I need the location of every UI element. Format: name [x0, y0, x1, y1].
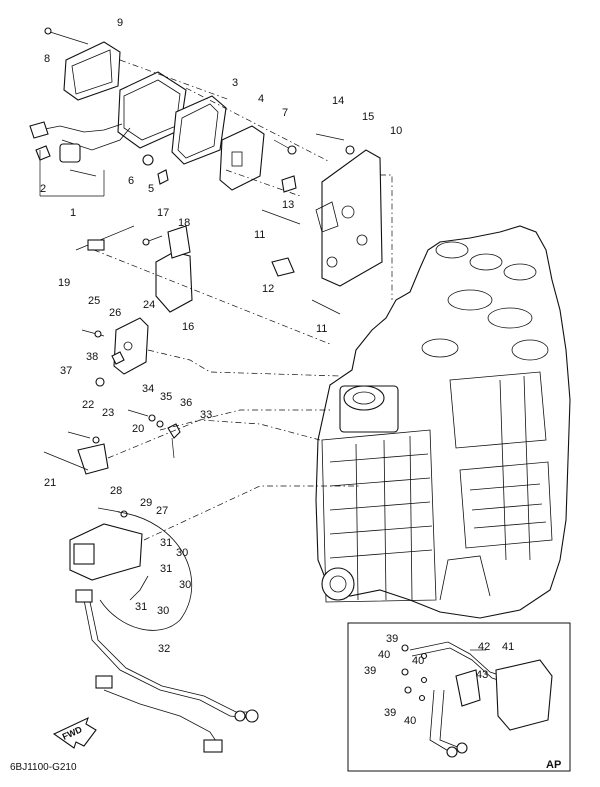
part-label: 24	[143, 299, 155, 311]
part-label: 5	[148, 183, 154, 195]
part-label: 10	[390, 125, 402, 137]
part-label: 30	[176, 547, 188, 559]
part-label: 19	[58, 277, 70, 289]
part-label: 20	[132, 423, 144, 435]
fwd-arrow-icon	[52, 716, 97, 749]
part-label: 22	[82, 399, 94, 411]
footer-code: 6BJ1100-G210	[10, 762, 77, 773]
part-label: 4	[258, 93, 264, 105]
part-label: 18	[178, 217, 190, 229]
part-label: 23	[102, 407, 114, 419]
part-label: 15	[362, 111, 374, 123]
inset-detail	[347, 622, 571, 772]
part-label: 33	[200, 409, 212, 421]
part-label: 31	[160, 537, 172, 549]
ecu-bracket-assembly	[29, 27, 383, 315]
inset-part-label: 43	[476, 669, 488, 681]
inset-part-label: 42	[478, 641, 490, 653]
part-label: 12	[262, 283, 274, 295]
inset-part-label: 40	[412, 655, 424, 667]
part-label: 29	[140, 497, 152, 509]
part-label: 16	[182, 321, 194, 333]
part-label: 14	[332, 95, 344, 107]
part-label: 32	[158, 643, 170, 655]
inset-tag: AP	[546, 759, 561, 771]
part-label: 7	[282, 107, 288, 119]
inset-part-label: 40	[404, 715, 416, 727]
part-label: 13	[282, 199, 294, 211]
part-label: 31	[160, 563, 172, 575]
sensor-bracket-assembly	[43, 317, 259, 753]
part-label: 2	[40, 183, 46, 195]
part-label: 36	[180, 397, 192, 409]
part-label: 34	[142, 383, 154, 395]
part-label: 1	[70, 207, 76, 219]
part-label: 31	[135, 601, 147, 613]
part-label-group: 1234567891011111213141516171819202122232…	[40, 17, 402, 655]
part-label: 30	[157, 605, 169, 617]
inset-part-label: 40	[378, 649, 390, 661]
part-label: 8	[44, 53, 50, 65]
inset-part-label: 39	[364, 665, 376, 677]
part-label: 11	[316, 323, 327, 335]
part-label: 11	[254, 229, 265, 241]
part-label: 9	[117, 17, 123, 29]
engine-block	[315, 225, 571, 619]
part-label: 27	[156, 505, 168, 517]
part-label: 3	[232, 77, 238, 89]
part-label: 35	[160, 391, 172, 403]
part-label: 21	[44, 477, 56, 489]
fwd-badge-label: FWD	[61, 724, 84, 742]
part-label: 28	[110, 485, 122, 497]
inset-part-label: 39	[386, 633, 398, 645]
part-label: 30	[179, 579, 191, 591]
part-label: 38	[86, 351, 98, 363]
part-label: 26	[109, 307, 121, 319]
leader-lines	[39, 59, 393, 541]
part-label: 25	[88, 295, 100, 307]
part-label: 37	[60, 365, 72, 377]
inset-part-label: 41	[502, 641, 514, 653]
part-label: 17	[157, 207, 169, 219]
part-label: 6	[128, 175, 134, 187]
inset-part-label: 39	[384, 707, 396, 719]
